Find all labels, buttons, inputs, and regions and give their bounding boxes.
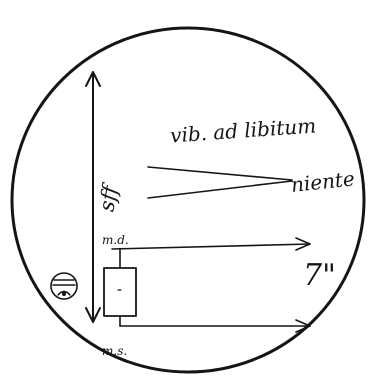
vibrato-annotation: vib. ad libitum xyxy=(169,113,316,147)
circled-symbol-icon xyxy=(50,272,78,300)
vertical-range-arrow xyxy=(85,71,101,323)
circle-frame xyxy=(10,26,366,374)
dynamic-sff: sff xyxy=(94,181,123,214)
duration-label: 7" xyxy=(303,258,336,293)
left-hand-label: m.s. xyxy=(102,344,127,358)
cluster-box xyxy=(103,267,137,317)
decrescendo-hairpin xyxy=(147,166,293,199)
left-hand-arrow xyxy=(119,319,311,333)
right-hand-arrow xyxy=(111,237,311,251)
right-hand-label: m.d. xyxy=(102,233,129,247)
niente-label: niente xyxy=(290,166,356,197)
